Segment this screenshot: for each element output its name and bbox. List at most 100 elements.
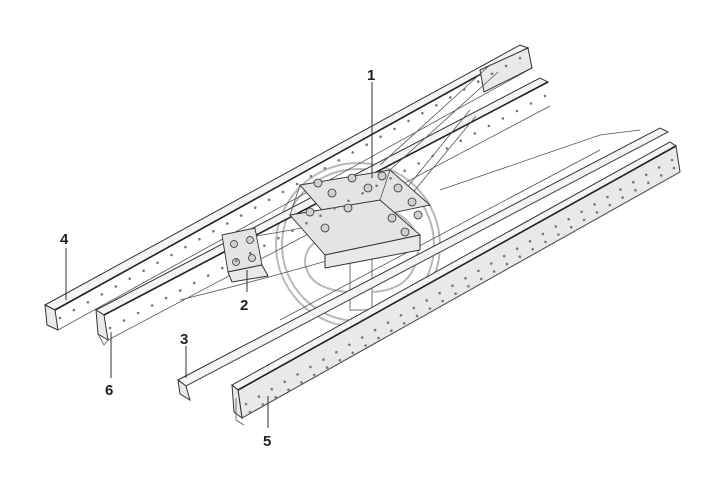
rivet-hole [323, 167, 327, 170]
rivet-hole [136, 311, 140, 315]
callout-6: 6 [105, 382, 113, 399]
rivet-hole [178, 289, 182, 292]
rivet-hole [449, 96, 452, 99]
rivet-hole [325, 366, 329, 369]
rivet-hole [375, 184, 378, 188]
callout-1: 1 [367, 67, 375, 84]
rivet-hole [348, 343, 351, 347]
rivet-hole [142, 269, 145, 273]
rivet-hole [337, 159, 341, 162]
rivet-hole [281, 190, 285, 194]
rivet-holes [58, 56, 676, 414]
rivet-hole [672, 166, 676, 170]
rivet-hole [403, 169, 407, 173]
rivet-hole [248, 410, 252, 414]
rivet-hole [283, 380, 287, 384]
rivet-hole [58, 316, 62, 320]
rivet-hole [192, 281, 196, 285]
rivet-hole [459, 139, 463, 143]
rivet-hole [554, 225, 558, 228]
rivet-hole [312, 373, 316, 377]
rivet-hole [501, 117, 505, 120]
callout-leaders [65, 82, 373, 428]
rivet-hole [428, 307, 432, 310]
rivet-hole [170, 253, 173, 257]
rivet-hole [515, 247, 519, 250]
rivet-hole [361, 192, 364, 195]
rivet-hole [476, 80, 480, 83]
rivet-hole [335, 350, 338, 354]
rivet-hole [415, 314, 419, 318]
rivet-hole [377, 336, 380, 340]
rivet-hole [464, 277, 467, 280]
rivet-hole [528, 240, 532, 243]
rivet-hole [365, 143, 369, 146]
rivet-hole [333, 207, 336, 210]
rivet-hole [490, 72, 494, 76]
rivet-hole [100, 293, 104, 296]
rivet-hole [253, 206, 257, 209]
rivet-hole [386, 321, 390, 325]
rivet-hole [239, 214, 243, 217]
rivet-hole [487, 124, 491, 128]
callout-3: 3 [180, 331, 188, 348]
rivet-hole [212, 230, 215, 233]
rivet-hole [518, 255, 522, 258]
rivet-hole [267, 198, 271, 202]
rivet-hole [541, 232, 545, 236]
rivet-hole [421, 111, 424, 115]
rivet-hole [390, 329, 393, 333]
rivet-hole [122, 319, 126, 322]
rivet-hole [300, 381, 303, 384]
rivet-hole [184, 245, 187, 249]
callout-4: 4 [60, 231, 69, 248]
rivet-hole [490, 262, 493, 265]
rivet-hole [608, 203, 612, 207]
rivet-hole [351, 151, 355, 154]
rivet-hole [492, 270, 496, 273]
rivet-hole [518, 56, 522, 60]
rivet-hole [347, 199, 350, 203]
rivet-hole [244, 402, 248, 406]
rivet-hole [647, 181, 650, 185]
rivet-hole [544, 240, 547, 244]
rivet-hole [164, 296, 168, 300]
rivet-hole [632, 180, 635, 184]
rivet-hole [670, 158, 674, 162]
rivet-hole [128, 277, 131, 280]
rivet-hole [557, 233, 560, 236]
rivet-hole [467, 285, 470, 288]
rivet-hole [338, 358, 342, 362]
rivet-hole [606, 195, 609, 199]
rivet-hole [462, 88, 466, 91]
rivet-hole [515, 109, 519, 113]
rivet-hole [407, 119, 410, 123]
rivet-hole [322, 358, 325, 361]
rivet-hole [295, 182, 299, 186]
rivet-hole [402, 322, 406, 325]
rivet-hole [72, 308, 76, 312]
rivet-hole [389, 177, 392, 180]
rail-right-main [231, 141, 681, 426]
rivet-hole [270, 387, 274, 391]
rivet-hole [502, 254, 506, 258]
rivet-hole [580, 210, 583, 214]
rivet-hole [373, 328, 377, 332]
rivet-hole [621, 196, 624, 199]
rivet-hole [198, 237, 201, 241]
rivet-hole [438, 291, 441, 295]
rivet-hole [86, 300, 90, 304]
rivet-hole [291, 229, 294, 232]
rivet-hole [644, 173, 648, 177]
rivet-hole [425, 299, 429, 302]
rivet-hole [319, 214, 322, 217]
rivet-hole [226, 222, 229, 225]
rivet-hole [156, 261, 159, 265]
rivet-hole [531, 248, 534, 251]
bracket-assembly [221, 227, 269, 283]
rivet-hole [274, 395, 278, 399]
rivet-hole [567, 217, 570, 221]
rivet-hole [277, 236, 280, 240]
rivet-hole [582, 218, 586, 222]
rivet-hole [296, 373, 299, 376]
